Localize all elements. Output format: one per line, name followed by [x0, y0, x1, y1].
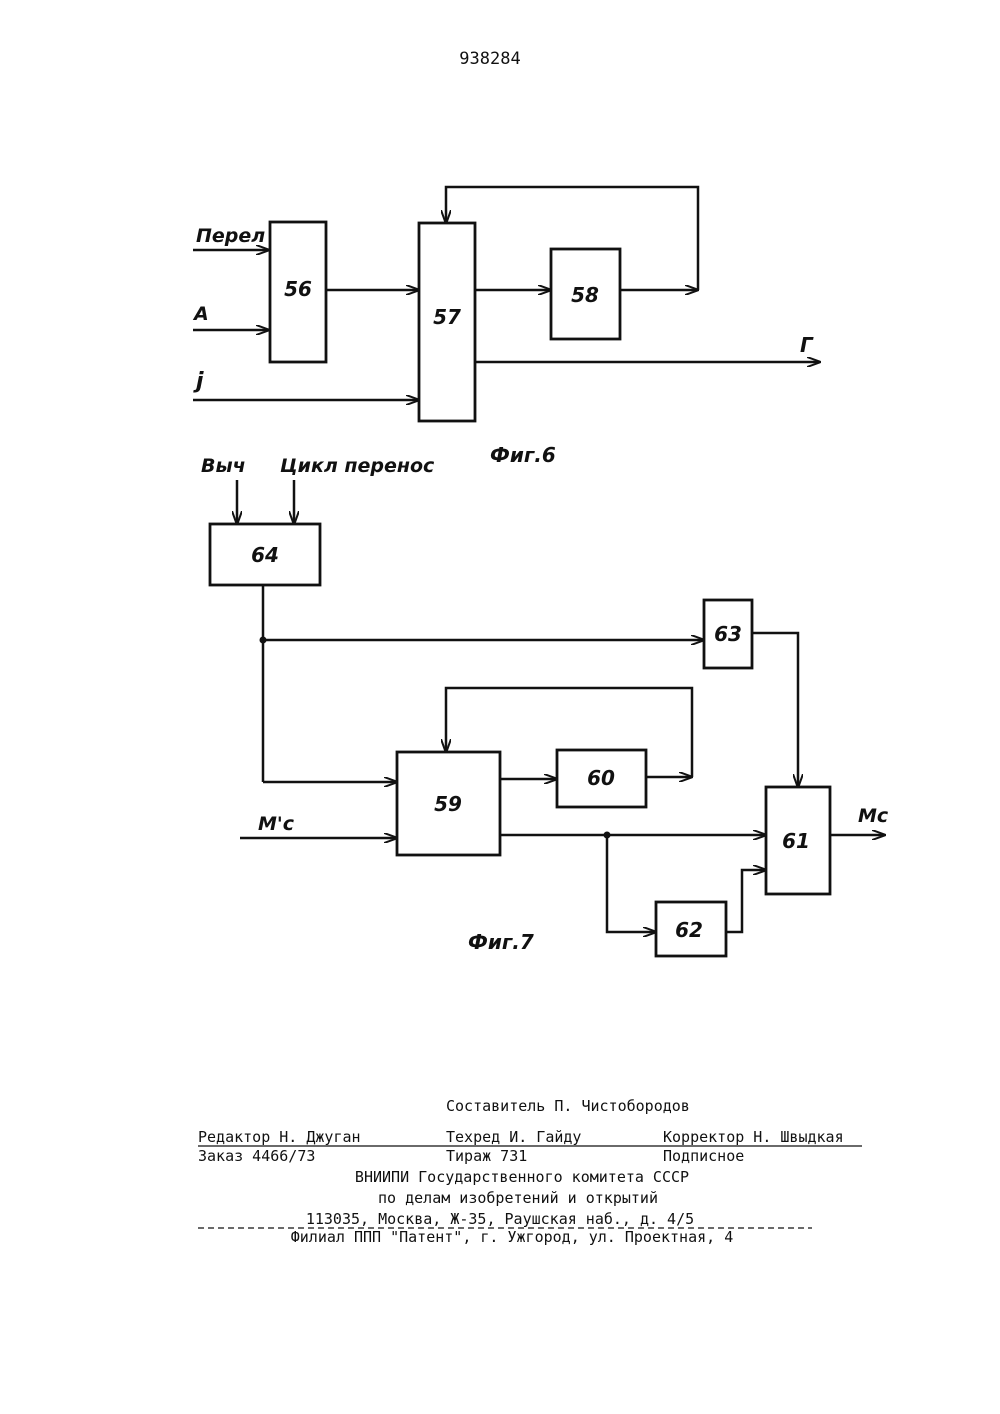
figure-7-caption: Фиг.7 [468, 930, 534, 954]
page-number: 938284 [459, 49, 520, 69]
block-56-label: 56 [284, 277, 312, 301]
block-59-label: 59 [434, 792, 462, 816]
input-perep-label: Перел [196, 225, 265, 247]
branch-line: Филиал ППП "Патент", г. Ужгород, ул. Про… [291, 1228, 734, 1246]
figure-6: 56 57 58 Перел А j Г Фиг.6 [192, 187, 820, 467]
input-a-label: А [192, 303, 209, 325]
figure-7: Выч Цикл перенос 64 63 59 60 [201, 455, 889, 956]
input-cikl-label: Цикл перенос [280, 455, 435, 477]
block-57-label: 57 [433, 305, 461, 329]
compiler-line: Составитель П. Чистобородов [446, 1097, 690, 1115]
corrector-line: Корректор Н. Швыдкая [663, 1128, 844, 1146]
output-g-label: Г [800, 333, 814, 357]
input-vych-label: Выч [201, 455, 246, 477]
block-58-label: 58 [571, 283, 599, 307]
editor-line: Редактор Н. Джуган [198, 1128, 361, 1146]
imprint-block: Составитель П. Чистобородов Редактор Н. … [198, 1097, 862, 1246]
org-line-1: ВНИИПИ Государственного комитета СССР [355, 1168, 689, 1186]
block-64-label: 64 [251, 543, 279, 567]
figure-6-caption: Фиг.6 [490, 443, 556, 467]
input-j-label: j [193, 369, 204, 394]
order-line: Заказ 4466/73 [198, 1147, 315, 1165]
address-line: 113035, Москва, Ж-35, Раушская наб., д. … [306, 1210, 694, 1228]
block-62-label: 62 [675, 918, 703, 942]
block-60-label: 60 [587, 766, 615, 790]
input-mc-label: M'c [258, 813, 295, 835]
subscription-line: Подписное [663, 1147, 744, 1165]
line-63-61 [752, 633, 798, 787]
techred-line: Техред И. Гайду [446, 1128, 581, 1146]
block-61-label: 61 [782, 829, 810, 853]
line-62-61 [726, 870, 766, 932]
print-run-line: Тираж 731 [446, 1147, 527, 1165]
line-59-62 [607, 835, 656, 932]
org-line-2: по делам изобретений и открытий [378, 1189, 658, 1207]
output-mc-label: Mc [858, 805, 889, 827]
block-63-label: 63 [714, 622, 742, 646]
